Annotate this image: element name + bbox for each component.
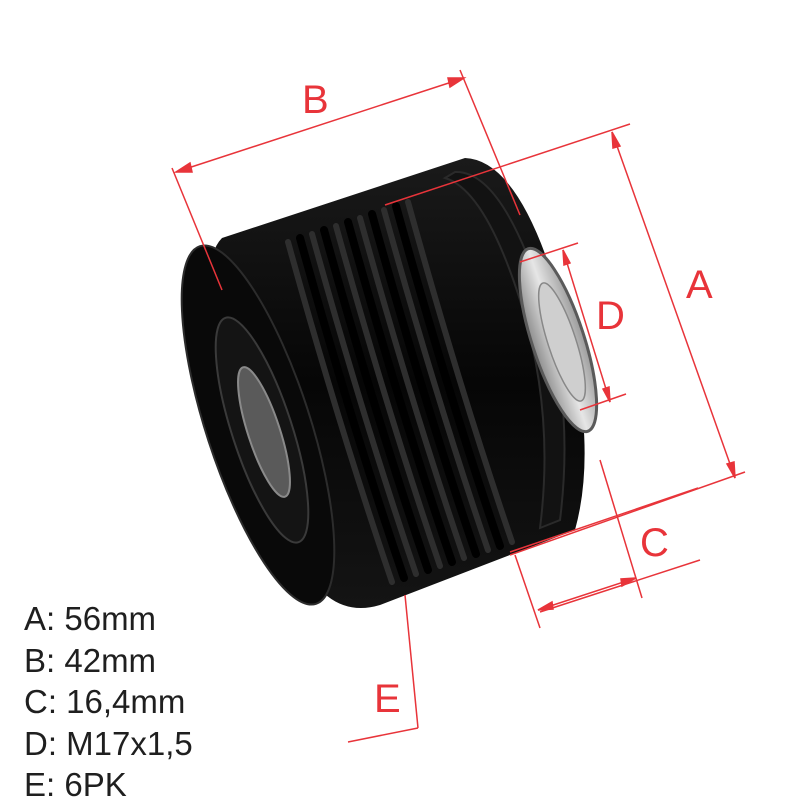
dim-a-line [611,131,736,479]
spec-value: 56mm [64,600,157,637]
spec-label: E: [24,766,56,803]
spec-value: 6PK [64,766,127,803]
dim-b-line [175,77,465,173]
dim-d-extension-top [519,242,579,263]
dim-b-arrow-right [447,77,467,89]
dim-d-extension-bottom [579,393,627,411]
dim-b-label: B [302,78,329,122]
spec-list: A: 56mm B: 42mm C: 16,4mm D: M17x1,5 E: … [24,598,193,806]
spec-label: C: [24,683,57,720]
dim-d-arrow-top [562,249,572,267]
dim-c-label: C [640,521,669,565]
dim-c-line [537,577,637,611]
dim-d-line [562,249,611,403]
spec-value: 16,4mm [66,683,186,720]
rear-bore-inner [537,282,587,402]
dim-c-extension-right [599,459,643,599]
dim-c-extension-low [539,559,701,613]
alternator-pulley [180,158,599,608]
dim-a-extension-top [384,123,631,206]
dim-a-extension-bottom [509,471,746,556]
spec-value: 42mm [64,641,157,679]
dim-d-arrow-bottom [601,385,611,403]
dim-b-arrow-left [173,161,193,173]
dim-c-arrow-right [620,577,637,588]
spec-label: B: [24,641,56,679]
spec-item-a: A: 56mm [24,598,193,640]
spec-item-b: B: 42mm [24,640,193,682]
dim-c-extension-mid [509,487,699,553]
dim-a-label: A [686,263,713,307]
dim-e-leader [404,594,419,729]
dim-b-extension-right [459,69,521,216]
dim-b-extension-left [171,167,223,291]
dimension-lines [171,69,746,743]
spec-label: D: [24,724,57,762]
dim-d-label: D [596,294,625,338]
dim-c-extension-left [514,554,541,629]
belt-grooves [285,199,515,585]
spec-item-d: D: M17x1,5 [24,723,193,765]
spec-value: M17x1,5 [66,724,193,762]
dim-c-arrow-left [537,600,554,611]
spec-label: A: [24,600,56,637]
dim-e-baseline [347,727,419,743]
front-bearing-ring [237,366,291,498]
spec-item-e: E: 6PK [24,764,193,806]
dim-e-label: E [374,677,401,721]
spec-item-c: C: 16,4mm [24,681,193,723]
dim-a-arrow-top [611,131,622,149]
dim-a-arrow-bottom [725,461,736,479]
